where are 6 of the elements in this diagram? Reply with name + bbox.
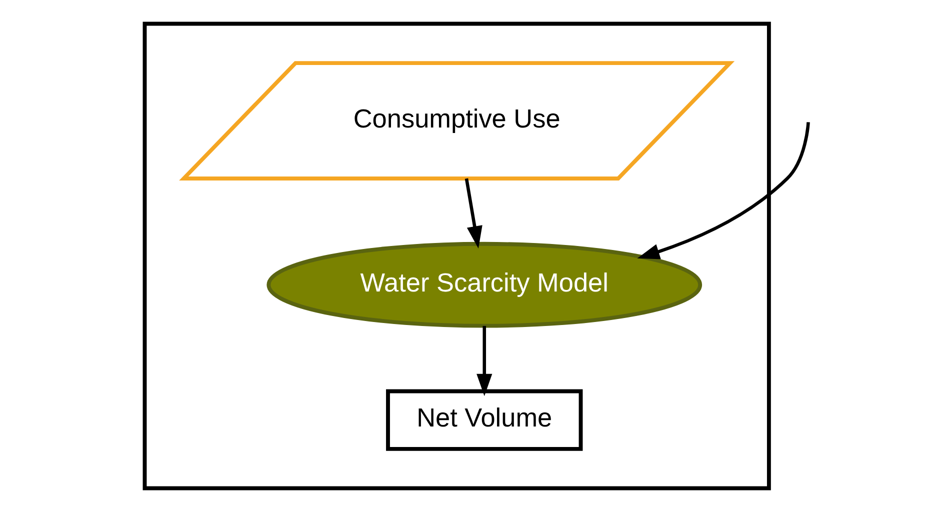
cluster [142, 22, 770, 490]
node-box: Net Volume [386, 389, 582, 451]
arrow [636, 122, 810, 260]
node-ellipse: Water Scarcity Model [266, 242, 702, 328]
arrow [476, 326, 492, 396]
arrow [464, 178, 482, 249]
